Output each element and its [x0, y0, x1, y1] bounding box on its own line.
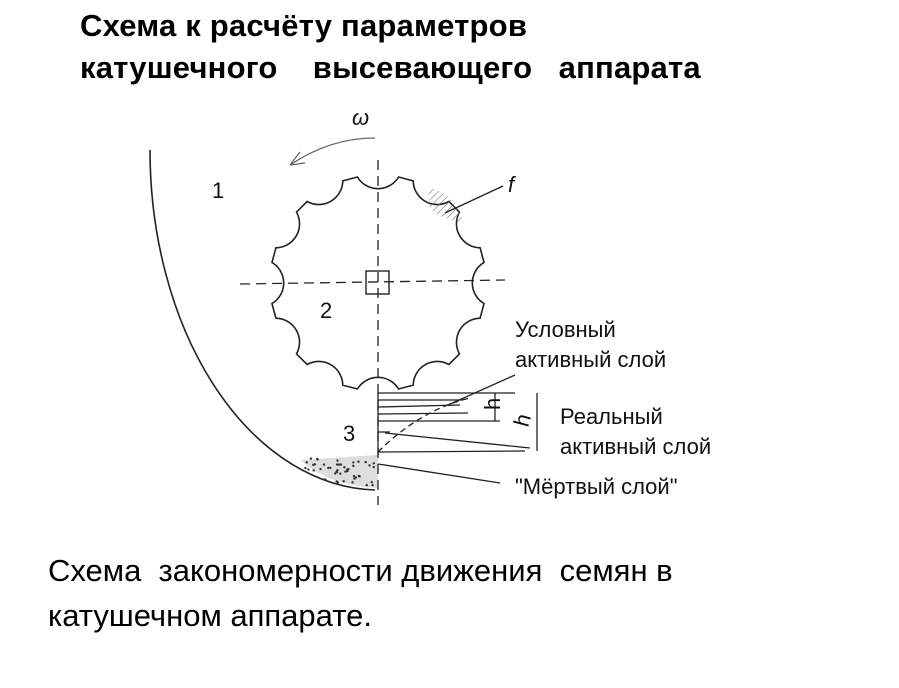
rotation-arrow	[289, 137, 376, 166]
seed-dot	[322, 463, 326, 466]
conditional-layer-label-1: Условный	[515, 317, 616, 342]
seed-dot	[364, 460, 367, 464]
seed-dot	[323, 478, 326, 481]
seed-dot	[304, 466, 307, 470]
seed-dot	[313, 463, 316, 466]
slide-title-line2: катушечного высевающего аппарата	[80, 50, 701, 85]
seed-dot	[337, 463, 341, 466]
seed-dot	[368, 464, 371, 467]
caption-line1: Схема закономерности движения семян в	[48, 553, 673, 588]
seed-dot	[352, 474, 356, 478]
dead-layer-dots	[304, 457, 376, 487]
seed-dot	[329, 466, 332, 470]
seed-dot	[357, 460, 360, 463]
seed-dot	[365, 483, 369, 487]
conditional-layer-label-2: активный слой	[515, 347, 666, 372]
slide-title-line1: Схема к расчёту параметров	[80, 8, 528, 43]
seed-dot	[309, 457, 313, 460]
rotation-arrowhead-icon	[289, 151, 306, 166]
caption-line2: катушечном аппарате.	[48, 598, 372, 633]
seed-dot	[343, 466, 346, 469]
seed-dot	[372, 465, 375, 469]
seed-dot	[307, 468, 310, 471]
seed-dot	[357, 474, 361, 478]
seed-dot	[339, 472, 342, 475]
zone-3-label: 3	[343, 421, 355, 446]
seed-dot	[312, 469, 315, 472]
housing-wall	[149, 149, 376, 491]
seed-dot	[352, 461, 355, 464]
seed-dot	[354, 476, 358, 479]
dead-layer-region	[300, 455, 378, 488]
seed-dot	[315, 457, 319, 461]
real-layer-label-2: активный слой	[560, 434, 711, 459]
seed-dot	[342, 480, 345, 483]
seed-dot	[333, 472, 337, 475]
h-small-label: h	[480, 398, 505, 410]
seed-dot	[371, 483, 374, 487]
h-large-label: h	[509, 411, 536, 429]
seed-dot	[305, 461, 308, 464]
f-label: f	[508, 172, 517, 197]
velocity-profile	[377, 374, 538, 484]
seed-dot	[351, 481, 354, 484]
zone-2-label: 2	[320, 298, 332, 323]
seed-dot	[346, 469, 349, 473]
shaft-square	[365, 270, 390, 295]
seed-dot	[336, 469, 339, 472]
dead-layer-label: "Мёртвый слой"	[515, 474, 678, 499]
omega-label: ω	[352, 105, 369, 130]
seed-dot	[344, 470, 347, 473]
real-layer-label-1: Реальный	[560, 404, 663, 429]
seed-dot	[336, 481, 340, 484]
seed-dot	[370, 480, 373, 484]
seed-dot	[339, 463, 343, 466]
flute-hatched-area	[428, 188, 464, 222]
seed-dot	[327, 466, 330, 470]
zone-1-label: 1	[212, 178, 224, 203]
seed-dot	[319, 467, 322, 471]
horizontal-axis	[239, 279, 506, 285]
seed-dot	[372, 462, 376, 465]
seed-dot	[336, 459, 339, 462]
seed-dot	[352, 464, 355, 468]
seed-dot	[335, 463, 339, 466]
